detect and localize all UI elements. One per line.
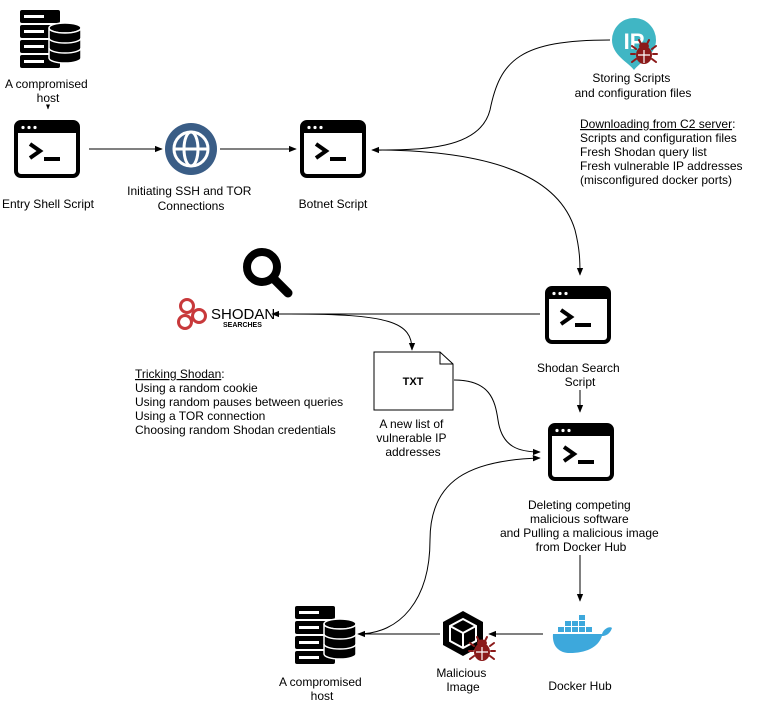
botnet-script-label: Botnet Script: [299, 197, 368, 211]
ip-location-pin-icon: IP: [612, 18, 656, 70]
compromised-host-bottom-label: A compromised host: [279, 675, 365, 703]
storing-scripts-label: Storing Scripts and configuration files: [575, 71, 692, 100]
svg-text:IP: IP: [624, 29, 645, 54]
tricking-shodan-note: Tricking Shodan: Using a random cookie U…: [135, 367, 346, 437]
entry-shell-script-label: Entry Shell Script: [2, 197, 95, 211]
shodan-search-script-label: Shodan Search Script: [537, 361, 623, 389]
deleting-competing-label: Deleting competing malicious software an…: [500, 498, 662, 554]
c2-to-botnet-arrow: [371, 39, 611, 154]
shodan-to-txt-arrow: [289, 313, 416, 351]
terminal-window-icon: [545, 286, 611, 344]
terminal-window-icon: [14, 120, 80, 178]
txt-to-deleting-arrow: [453, 379, 541, 456]
svg-text:SEARCHES: SEARCHES: [223, 322, 262, 329]
svg-text:TXT: TXT: [403, 376, 424, 388]
docker-whale-icon: [552, 615, 612, 653]
docker-hub-label: Docker Hub: [548, 679, 612, 693]
downloading-note: Downloading from C2 server: Scripts and …: [580, 117, 746, 187]
server-database-icon: [294, 605, 357, 665]
initiating-connections-label: Initiating SSH and TOR Connections: [127, 184, 255, 213]
compromised-host-top-label: A compromised host: [5, 77, 91, 105]
new-list-label: A new list of vulnerable IP addresses: [376, 417, 449, 459]
text-file-icon: TXT: [373, 351, 454, 411]
terminal-window-icon: [548, 423, 614, 481]
magnifying-glass-icon: [243, 248, 293, 298]
terminal-window-icon: [300, 120, 366, 178]
botnet-to-shodan-script-arrow: [371, 149, 584, 276]
globe-network-icon: [165, 123, 217, 175]
server-database-icon: [19, 9, 82, 69]
shodan-logo-icon: SHODAN SEARCHES: [177, 298, 275, 330]
malicious-image-label: Malicious Image: [436, 666, 489, 694]
host-to-deleting-arrow: [357, 455, 541, 635]
svg-text:SHODAN: SHODAN: [211, 306, 275, 323]
